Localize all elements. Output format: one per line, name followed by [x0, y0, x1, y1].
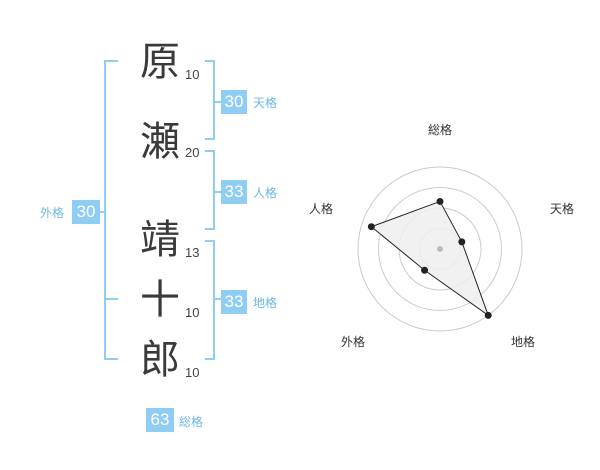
soukaku-value: 63 — [146, 408, 174, 432]
radar-grid-ring-3 — [398, 207, 482, 291]
stroke-count-4: 10 — [185, 305, 200, 320]
radar-points — [367, 197, 492, 319]
radar-grid-ring-2 — [378, 187, 502, 311]
radar-point-5 — [367, 223, 375, 231]
name-char-3: 靖 — [140, 217, 180, 263]
radar-grid-ring-1 — [357, 166, 523, 332]
stroke-count-3: 13 — [185, 245, 200, 260]
tenkaku-value: 30 — [221, 90, 247, 114]
jinkaku-value: 33 — [221, 180, 247, 204]
radar-label-tenkaku: 天格 — [550, 202, 575, 216]
tenkaku-label: 天格 — [253, 96, 278, 110]
name-char-4: 十 — [140, 277, 180, 323]
stroke-count-1: 10 — [185, 67, 200, 82]
name-char-1: 原 — [140, 39, 180, 85]
radar-point-3 — [484, 311, 492, 319]
radar-point-4 — [421, 266, 429, 274]
stroke-count-2: 20 — [185, 145, 200, 160]
chikaku-label: 地格 — [253, 296, 278, 310]
radar-label-soukaku: 総格 — [428, 123, 453, 137]
name-char-2: 瀬 — [140, 119, 180, 165]
gaikaku-label: 外格 — [40, 206, 65, 220]
radar-polygon — [370, 200, 490, 317]
gaikaku-value: 30 — [72, 200, 100, 224]
name-char-5: 郎 — [140, 337, 180, 383]
radar-point-2 — [458, 238, 466, 246]
radar-center-dot — [437, 246, 443, 252]
radar-label-chikaku: 地格 — [511, 335, 536, 349]
radar-grid — [357, 166, 523, 332]
radar-label-jinkaku: 人格 — [309, 202, 334, 216]
soukaku-label: 総格 — [179, 415, 204, 429]
chikaku-value: 33 — [221, 290, 247, 314]
radar-grid-ring-4 — [419, 228, 461, 270]
radar-point-1 — [436, 197, 444, 205]
jinkaku-label: 人格 — [253, 186, 278, 200]
stroke-count-5: 10 — [185, 365, 200, 380]
radar-label-gaikaku: 外格 — [341, 335, 366, 349]
